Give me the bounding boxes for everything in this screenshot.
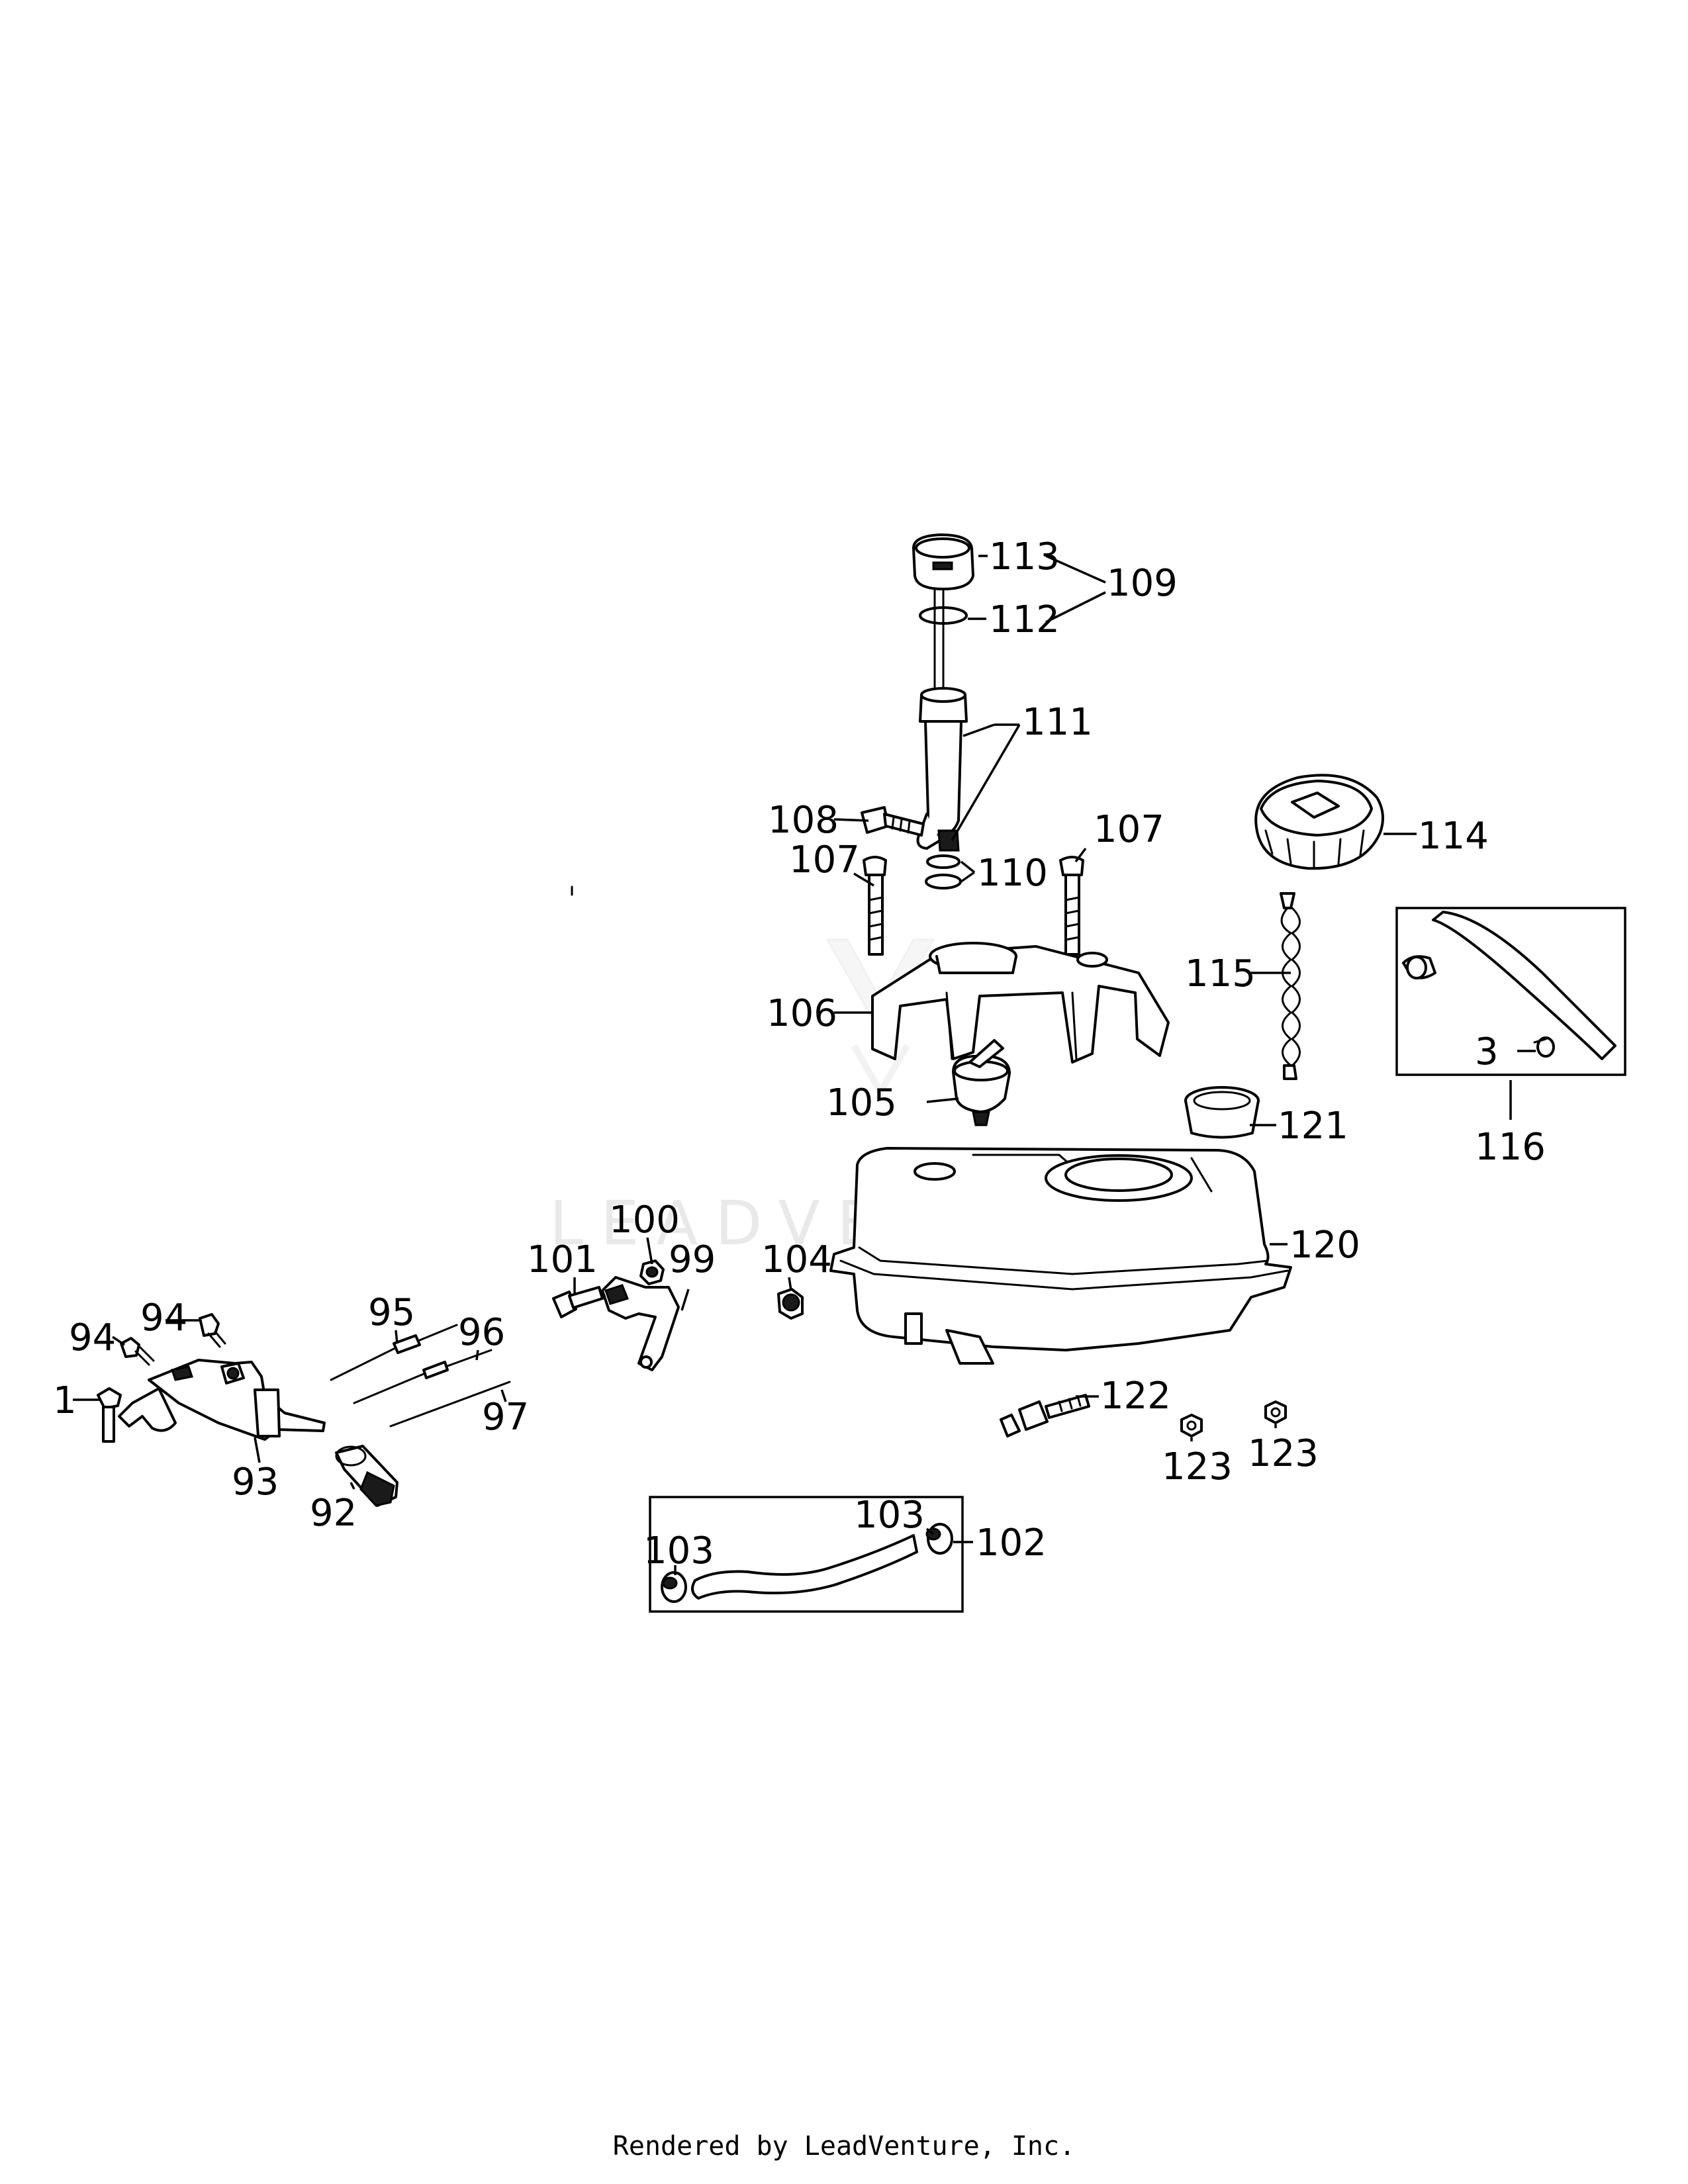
- callout-96: 96: [458, 1311, 505, 1354]
- callout-3: 3: [1475, 1030, 1499, 1073]
- part-oil-cap-113[interactable]: [912, 533, 974, 590]
- part-bolt-1[interactable]: [97, 1387, 122, 1443]
- part-control-bracket-93[interactable]: [118, 1359, 326, 1441]
- callout-123-right: 123: [1248, 1432, 1319, 1475]
- part-fuel-hose-102[interactable]: [691, 1534, 918, 1600]
- part-bolt-101[interactable]: [552, 1286, 604, 1318]
- callout-110: 110: [977, 852, 1048, 895]
- callout-1: 1: [53, 1379, 77, 1422]
- callout-94-right: 94: [140, 1297, 187, 1340]
- callout-93: 93: [232, 1461, 279, 1504]
- callout-111: 111: [1022, 701, 1093, 744]
- callout-107-right: 107: [1094, 808, 1164, 851]
- part-bolt-107-right[interactable]: [1059, 856, 1084, 956]
- part-nut-100[interactable]: [639, 1259, 665, 1285]
- callout-labels: 113 112 109 111 108 107 107 110 114 115 …: [53, 535, 1546, 1572]
- part-fuel-line-116[interactable]: [1402, 911, 1617, 1060]
- callout-123-left: 123: [1162, 1445, 1233, 1488]
- kit-box-102: [649, 1496, 964, 1613]
- callout-103-right: 103: [854, 1494, 925, 1537]
- callout-102: 102: [976, 1522, 1047, 1565]
- callout-106: 106: [767, 992, 837, 1035]
- callout-121: 121: [1278, 1105, 1348, 1148]
- callout-104: 104: [761, 1238, 832, 1281]
- part-hose-clamp-103-right[interactable]: [925, 1523, 953, 1555]
- part-chain-115[interactable]: [1280, 892, 1301, 1080]
- kit-box-116: [1395, 907, 1626, 1076]
- callout-115: 115: [1185, 952, 1256, 995]
- part-fuel-cap-114[interactable]: [1254, 774, 1384, 870]
- callout-94-left: 94: [69, 1316, 116, 1359]
- part-nut-123-left[interactable]: [1180, 1414, 1203, 1437]
- part-clamp-3[interactable]: [1533, 1036, 1555, 1058]
- callout-122: 122: [1100, 1375, 1171, 1418]
- callout-120: 120: [1289, 1224, 1360, 1267]
- part-fuel-valve-122[interactable]: [1000, 1394, 1090, 1437]
- leader-lines: [73, 555, 1536, 1575]
- part-strainer-121[interactable]: [1184, 1086, 1260, 1139]
- callout-95: 95: [368, 1291, 415, 1334]
- callout-116: 116: [1475, 1126, 1546, 1169]
- part-dipstick-111[interactable]: [916, 588, 968, 852]
- part-rod-97[interactable]: [389, 1381, 511, 1428]
- part-rod-96[interactable]: [353, 1349, 492, 1404]
- callout-92: 92: [310, 1492, 357, 1535]
- callout-103-left: 103: [643, 1529, 714, 1572]
- part-fuel-filter-105[interactable]: [952, 1039, 1011, 1126]
- callout-107-left: 107: [789, 839, 860, 882]
- part-spring-95[interactable]: [330, 1324, 458, 1381]
- callout-109: 109: [1107, 562, 1178, 605]
- part-tank-cover-106[interactable]: [871, 942, 1170, 1064]
- part-bolt-108[interactable]: [861, 806, 925, 837]
- callout-97: 97: [482, 1396, 529, 1439]
- callout-112: 112: [989, 598, 1060, 641]
- callout-113: 113: [989, 535, 1060, 578]
- part-knob-92[interactable]: [335, 1445, 399, 1507]
- part-grommet-104[interactable]: [777, 1288, 804, 1320]
- callout-100: 100: [609, 1199, 680, 1242]
- part-hose-clamp-103-left[interactable]: [661, 1571, 687, 1603]
- callout-101: 101: [527, 1238, 598, 1281]
- part-bracket-99[interactable]: [601, 1276, 680, 1371]
- part-bolt-107-left[interactable]: [863, 856, 887, 956]
- part-bolt-94-right[interactable]: [199, 1313, 226, 1348]
- callout-114: 114: [1418, 815, 1489, 858]
- part-o-rings-110[interactable]: [925, 854, 962, 889]
- part-fuel-tank-120[interactable]: [829, 1147, 1292, 1365]
- part-bolt-94-left[interactable]: [120, 1337, 155, 1366]
- footer-credit: Rendered by LeadVenture, Inc.: [612, 2131, 1076, 2161]
- part-nut-123-right[interactable]: [1264, 1400, 1287, 1424]
- callout-108: 108: [768, 799, 839, 842]
- callout-99: 99: [669, 1238, 716, 1281]
- callout-105: 105: [826, 1081, 897, 1124]
